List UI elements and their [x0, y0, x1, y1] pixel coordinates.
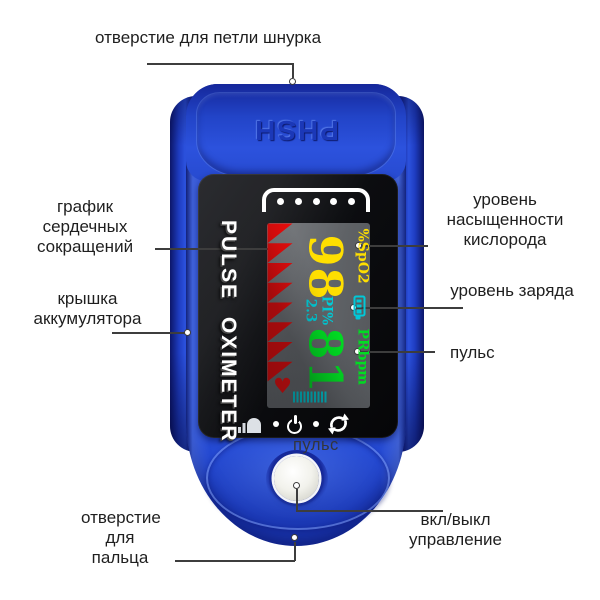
label-pulse: пульс — [450, 343, 495, 362]
guide-dot-icon — [330, 198, 338, 205]
finger-guide-bracket-icon — [262, 188, 370, 212]
label-finger-hole: отверстие для пальца — [81, 508, 161, 567]
connector-line — [357, 307, 463, 309]
brand-emboss: PHSH — [253, 115, 339, 146]
oled-screen: %SpO2 PRbpm 98 PI% 2.3 81 ♥ — [267, 223, 370, 408]
dot-icon — [272, 421, 279, 427]
connector-ring — [184, 329, 191, 336]
connector-line — [296, 510, 443, 512]
label-battery-cover: крышка аккумулятора — [33, 289, 142, 328]
connector-line — [292, 63, 294, 78]
dot-icon — [312, 421, 319, 427]
screen-glare — [267, 223, 370, 408]
connector-ring — [289, 78, 296, 85]
label-oxygen-saturation: уровень насыщенности кислорода — [446, 190, 564, 249]
top-cap: PHSH — [186, 84, 406, 181]
bezel-icons-row — [238, 412, 350, 436]
refresh-icon — [328, 413, 349, 435]
connector-ring — [355, 242, 362, 249]
label-charge-level: уровень заряда — [450, 281, 574, 300]
connector-line — [361, 351, 435, 353]
pulse-small-label: пульс — [293, 436, 339, 454]
guide-dot-icon — [312, 198, 320, 205]
connector-ring — [291, 534, 298, 541]
connector-line — [362, 245, 428, 247]
connector-line — [155, 248, 275, 250]
guide-dot-icon — [348, 198, 355, 205]
label-power-control: вкл/выкл управление — [409, 510, 502, 549]
label-lanyard-hole: отверстие для петли шнурка — [95, 28, 322, 47]
screen-content: %SpO2 PRbpm 98 PI% 2.3 81 ♥ — [267, 223, 370, 408]
display-bezel: PULSE OXIMETER %SpO2 PRbpm 98 PI% 2.3 81 — [198, 174, 398, 443]
connector-line — [147, 63, 293, 65]
heartbeat-waveform — [267, 223, 292, 381]
connector-ring — [354, 348, 361, 355]
guide-dot-icon — [294, 198, 302, 205]
power-icon — [287, 414, 304, 434]
connector-line — [112, 332, 186, 334]
connector-line — [175, 560, 295, 562]
connector-ring — [293, 482, 300, 489]
label-heart-rate-graph: график сердечных сокращений — [36, 197, 134, 256]
connector-line — [296, 489, 298, 511]
panel-title: PULSE OXIMETER — [217, 220, 240, 443]
connector-line — [294, 542, 296, 561]
guide-dot-icon — [277, 198, 284, 205]
